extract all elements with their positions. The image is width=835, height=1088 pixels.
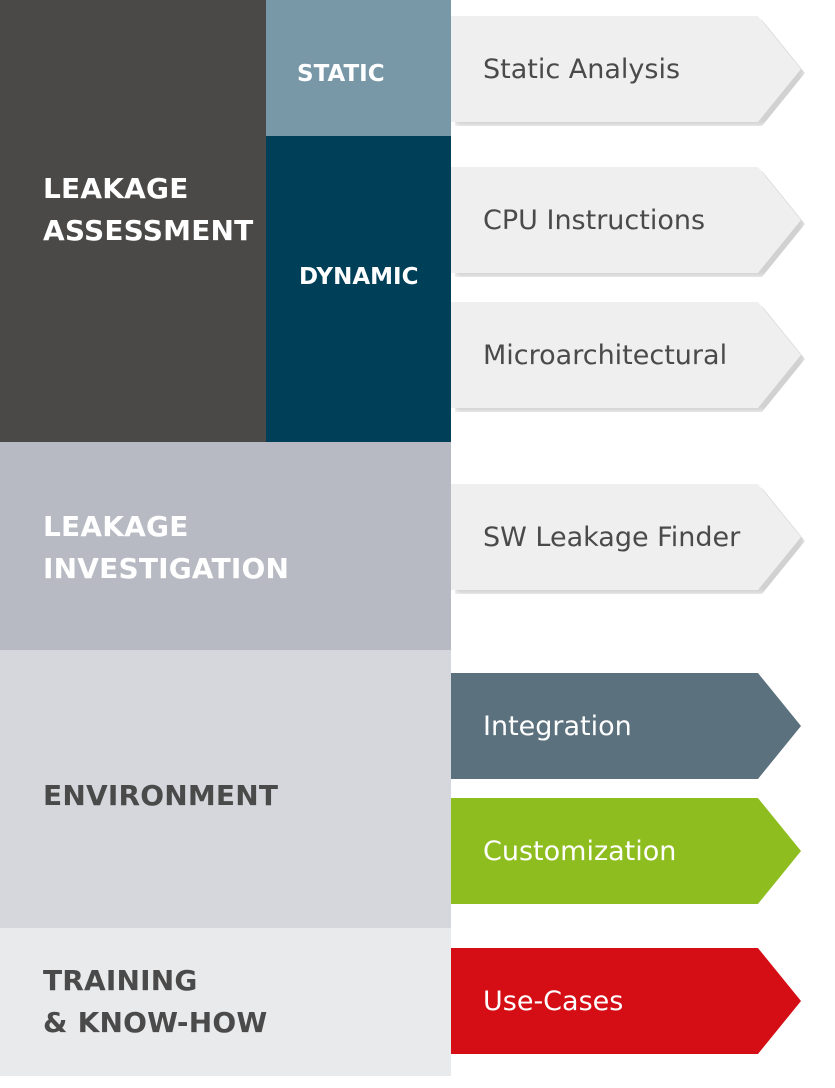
leakage-assessment-label: LEAKAGE ASSESSMENT <box>43 172 254 247</box>
customization-arrow: Customization <box>451 798 801 904</box>
cpu-instructions-label: CPU Instructions <box>483 204 706 236</box>
static-analysis-arrow: Static Analysis <box>451 16 801 122</box>
environment-block: ENVIRONMENT <box>0 650 451 928</box>
dynamic-label: DYNAMIC <box>299 264 419 290</box>
static-block: STATIC <box>266 0 451 136</box>
use-cases-label: Use-Cases <box>483 985 624 1017</box>
cpu-instructions-arrow: CPU Instructions <box>451 167 801 273</box>
training-block: TRAINING & KNOW-HOW <box>0 928 451 1076</box>
integration-arrow: Integration <box>451 673 801 779</box>
static-label: STATIC <box>297 61 385 87</box>
dynamic-block: DYNAMIC <box>266 136 451 442</box>
leakage-investigation-block: LEAKAGE INVESTIGATION <box>0 442 451 650</box>
static-analysis-label: Static Analysis <box>483 53 681 85</box>
use-cases-arrow: Use-Cases <box>451 948 801 1054</box>
leakage-investigation-label: LEAKAGE INVESTIGATION <box>43 510 290 585</box>
sw-leakage-finder-arrow: SW Leakage Finder <box>451 484 801 590</box>
microarchitectural-label: Microarchitectural <box>483 339 728 371</box>
microarchitectural-arrow: Microarchitectural <box>451 302 801 408</box>
sw-leakage-finder-label: SW Leakage Finder <box>483 521 741 553</box>
integration-label: Integration <box>483 710 632 742</box>
leakage-assessment-block: LEAKAGE ASSESSMENT <box>0 0 266 442</box>
customization-label: Customization <box>483 835 677 867</box>
training-label: TRAINING & KNOW-HOW <box>43 964 268 1039</box>
environment-label: ENVIRONMENT <box>43 779 279 812</box>
